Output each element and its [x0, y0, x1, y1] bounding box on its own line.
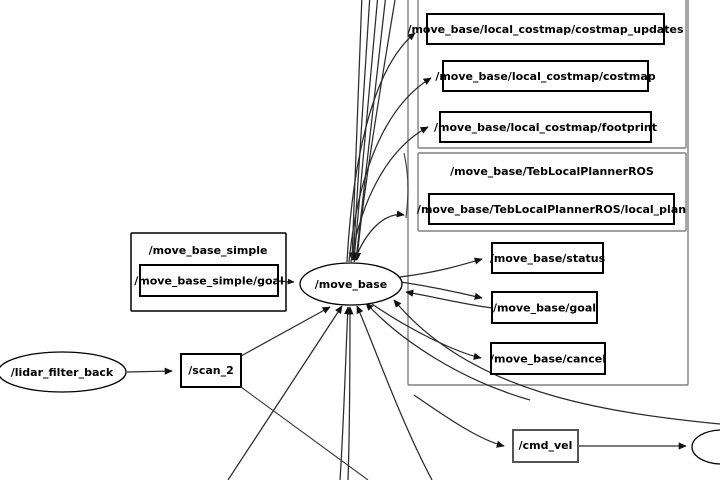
edge-move-base-to-local-plan [353, 210, 405, 263]
cluster-teb-local-planner: /move_base/TebLocalPlannerROS [417, 152, 687, 232]
topic-cmd-vel-label: /cmd_vel [519, 439, 573, 452]
cluster-move-base-namespace [407, 0, 689, 386]
cluster-local-costmap [417, 0, 687, 149]
node-far-right-partial[interactable] [691, 429, 720, 465]
topic-move-base-simple-goal-label: /move_base_simple/goal [134, 275, 284, 288]
node-move-base-label: /move_base [315, 278, 387, 291]
edge-move-base-to-cancel [371, 303, 482, 360]
topic-local-plan[interactable]: /move_base/TebLocalPlannerROS/local_plan [417, 193, 686, 225]
edge-to-cmd-vel [413, 394, 505, 448]
topic-move-base-simple-goal[interactable]: /move_base_simple/goal [134, 264, 284, 297]
edge-simple-goal-to-move-base [277, 278, 295, 285]
node-lidar-filter-back[interactable]: /lidar_filter_back [0, 351, 127, 393]
edge-incoming-below-3 [346, 306, 354, 480]
topic-cmd-vel[interactable]: /cmd_vel [512, 429, 579, 463]
cluster-move-base-simple: /move_base_simple [130, 232, 287, 312]
cluster-teb-local-planner-label: /move_base/TebLocalPlannerROS [450, 165, 654, 178]
topic-costmap-updates[interactable]: /move_base/local_costmap/costmap_updates [407, 13, 684, 45]
edge-scan2-down [240, 386, 369, 480]
topic-goal-label: /move_base/goal [493, 302, 596, 315]
edge-incoming-5 [354, 0, 396, 261]
edge-move-base-to-goal [400, 281, 483, 300]
edge-goal-to-move-base [405, 289, 493, 309]
topic-status[interactable]: /move_base/status [490, 242, 606, 274]
edge-move-base-to-status [399, 257, 483, 278]
edge-incoming-below-4 [356, 305, 433, 480]
edge-incoming-below-5 [365, 302, 531, 401]
topic-costmap-label: /move_base/local_costmap/costmap [435, 70, 655, 83]
edge-incoming-below-6 [393, 299, 720, 425]
edge-move-base-to-costmap [348, 77, 432, 263]
edge-incoming-4 [353, 0, 386, 261]
topic-goal[interactable]: /move_base/goal [491, 291, 598, 324]
topic-costmap-updates-label: /move_base/local_costmap/costmap_updates [407, 23, 684, 36]
topic-cancel-label: /move_base/cancel [490, 353, 606, 366]
topic-footprint-label: /move_base/local_costmap/footprint [434, 121, 657, 134]
edge-incoming-1 [348, 0, 363, 261]
edge-move-base-to-footprint [350, 126, 429, 263]
topic-costmap[interactable]: /move_base/local_costmap/costmap [435, 60, 656, 92]
topic-footprint[interactable]: /move_base/local_costmap/footprint [434, 111, 657, 143]
edge-scan2-to-move-base [240, 306, 331, 357]
topic-cancel[interactable]: /move_base/cancel [490, 342, 606, 375]
node-move-base[interactable]: /move_base [299, 262, 403, 306]
edge-lidar-to-scan2 [126, 367, 173, 375]
edge-incoming-below-1 [227, 305, 343, 480]
node-lidar-filter-back-label: /lidar_filter_back [11, 366, 114, 379]
cluster-move-base-simple-label: /move_base_simple [149, 244, 268, 257]
edge-move-base-to-costmap-updates [346, 32, 416, 263]
topic-status-label: /move_base/status [490, 252, 606, 265]
topic-local-plan-label: /move_base/TebLocalPlannerROS/local_plan [417, 203, 686, 216]
edge-group [126, 0, 720, 480]
edge-incoming-below-2 [339, 306, 352, 480]
topic-scan-2-label: /scan_2 [188, 364, 234, 377]
topic-scan-2[interactable]: /scan_2 [180, 353, 242, 388]
edge-bundle-to-local-plan [403, 152, 409, 219]
